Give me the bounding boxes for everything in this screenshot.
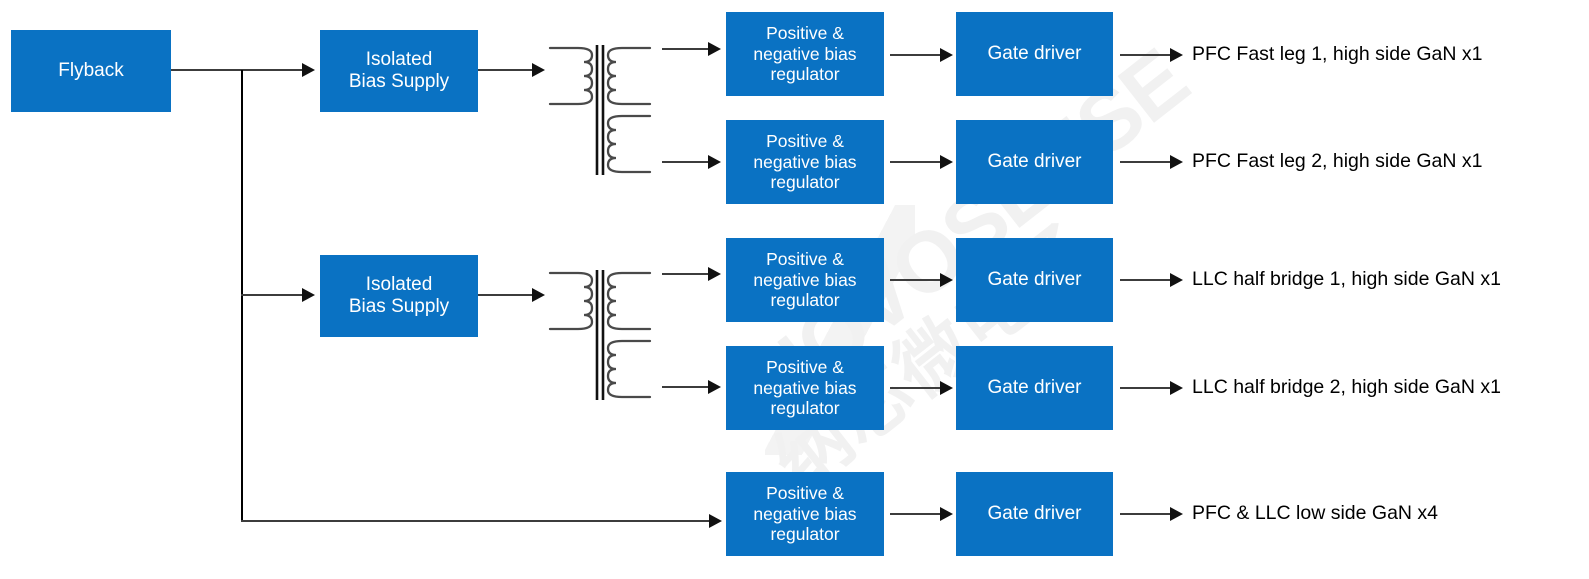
connector-driver1-to-output1 (1120, 54, 1172, 56)
connector-regulator4-to-driver4 (890, 387, 942, 389)
bias-regulator-5-line2: negative bias (753, 503, 857, 524)
connector-flyback-to-bias1 (171, 69, 304, 71)
arrowhead-driver1-input (940, 48, 953, 62)
connector-regulator5-to-driver5 (890, 513, 942, 515)
arrowhead-output5 (1170, 507, 1183, 521)
bias-regulator-1-line1: Positive & (766, 23, 844, 44)
bias-regulator-3-line1: Positive & (766, 249, 844, 270)
output-label-1: PFC Fast leg 1, high side GaN x1 (1192, 43, 1483, 65)
arrowhead-regulator1-input (708, 42, 721, 56)
transformer-2-icon (548, 270, 652, 400)
bias-regulator-1-line2: negative bias (753, 43, 857, 64)
isolated-bias-supply-1-line1: Isolated (365, 48, 433, 70)
connector-xfmr1s2-to-regulator2 (662, 161, 710, 163)
connector-driver5-to-output5 (1120, 513, 1172, 515)
bias-regulator-5-line3: regulator (770, 524, 840, 545)
flyback-label: Flyback (58, 59, 124, 81)
gate-driver-3-box[interactable]: Gate driver (956, 238, 1113, 322)
gate-driver-5-label: Gate driver (987, 502, 1082, 524)
arrowhead-bias2-input (302, 288, 315, 302)
flyback-box[interactable]: Flyback (11, 30, 171, 112)
gate-driver-3-label: Gate driver (987, 268, 1082, 290)
bias-regulator-4-box[interactable]: Positive & negative bias regulator (726, 346, 884, 430)
output-label-3: LLC half bridge 1, high side GaN x1 (1192, 268, 1501, 290)
bias-regulator-2-box[interactable]: Positive & negative bias regulator (726, 120, 884, 204)
bias-regulator-3-line3: regulator (770, 290, 840, 311)
arrowhead-output4 (1170, 381, 1183, 395)
arrowhead-driver3-input (940, 273, 953, 287)
bias-regulator-2-line1: Positive & (766, 131, 844, 152)
connector-xfmr2s1-to-regulator3 (662, 273, 710, 275)
bias-regulator-4-line2: negative bias (753, 377, 857, 398)
bias-regulator-2-line2: negative bias (753, 151, 857, 172)
connector-driver4-to-output4 (1120, 387, 1172, 389)
bias-regulator-2-line3: regulator (770, 172, 840, 193)
connector-vertical-bus (241, 70, 243, 522)
connector-driver2-to-output2 (1120, 161, 1172, 163)
bias-regulator-1-box[interactable]: Positive & negative bias regulator (726, 12, 884, 96)
bias-regulator-3-line2: negative bias (753, 269, 857, 290)
arrowhead-driver4-input (940, 381, 953, 395)
gate-driver-5-box[interactable]: Gate driver (956, 472, 1113, 556)
connector-regulator3-to-driver3 (890, 279, 942, 281)
arrowhead-regulator4-input (708, 380, 721, 394)
output-label-4: LLC half bridge 2, high side GaN x1 (1192, 376, 1501, 398)
arrowhead-output1 (1170, 48, 1183, 62)
arrowhead-xfmr1-input (532, 63, 545, 77)
bias-regulator-3-box[interactable]: Positive & negative bias regulator (726, 238, 884, 322)
connector-xfmr2s2-to-regulator4 (662, 386, 710, 388)
isolated-bias-supply-2-line2: Bias Supply (348, 296, 450, 317)
arrowhead-output3 (1170, 273, 1183, 287)
connector-bias1-to-xfmr1 (478, 69, 534, 71)
output-label-5: PFC & LLC low side GaN x4 (1192, 502, 1439, 524)
connector-driver3-to-output3 (1120, 279, 1172, 281)
bias-regulator-1-line3: regulator (770, 64, 840, 85)
gate-driver-4-box[interactable]: Gate driver (956, 346, 1113, 430)
arrowhead-xfmr2-input (532, 288, 545, 302)
connector-regulator2-to-driver2 (890, 161, 942, 163)
arrowhead-regulator2-input (708, 155, 721, 169)
arrowhead-output2 (1170, 155, 1183, 169)
connector-regulator1-to-driver1 (890, 54, 942, 56)
gate-driver-2-label: Gate driver (987, 150, 1082, 172)
gate-driver-2-box[interactable]: Gate driver (956, 120, 1113, 204)
arrowhead-regulator3-input (708, 267, 721, 281)
bias-regulator-5-line1: Positive & (766, 483, 844, 504)
connector-bus-to-regulator5 (241, 520, 711, 522)
isolated-bias-supply-1-box[interactable]: Isolated Bias Supply (320, 30, 478, 112)
bias-regulator-4-line1: Positive & (766, 357, 844, 378)
gate-driver-4-label: Gate driver (987, 376, 1082, 398)
arrowhead-driver2-input (940, 155, 953, 169)
connector-bus-to-bias2 (241, 294, 304, 296)
output-label-2: PFC Fast leg 2, high side GaN x1 (1192, 150, 1483, 172)
isolated-bias-supply-2-line1: Isolated (365, 273, 433, 295)
bias-regulator-4-line3: regulator (770, 398, 840, 419)
arrowhead-regulator5-input (709, 514, 722, 528)
isolated-bias-supply-1-line2: Bias Supply (348, 71, 450, 92)
arrowhead-driver5-input (940, 507, 953, 521)
gate-driver-1-box[interactable]: Gate driver (956, 12, 1113, 96)
connector-xfmr1s1-to-regulator1 (662, 48, 710, 50)
gate-driver-1-label: Gate driver (987, 42, 1082, 64)
bias-regulator-5-box[interactable]: Positive & negative bias regulator (726, 472, 884, 556)
connector-bias2-to-xfmr2 (478, 294, 534, 296)
arrowhead-bias1-input (302, 63, 315, 77)
transformer-1-icon (548, 45, 652, 175)
isolated-bias-supply-2-box[interactable]: Isolated Bias Supply (320, 255, 478, 337)
